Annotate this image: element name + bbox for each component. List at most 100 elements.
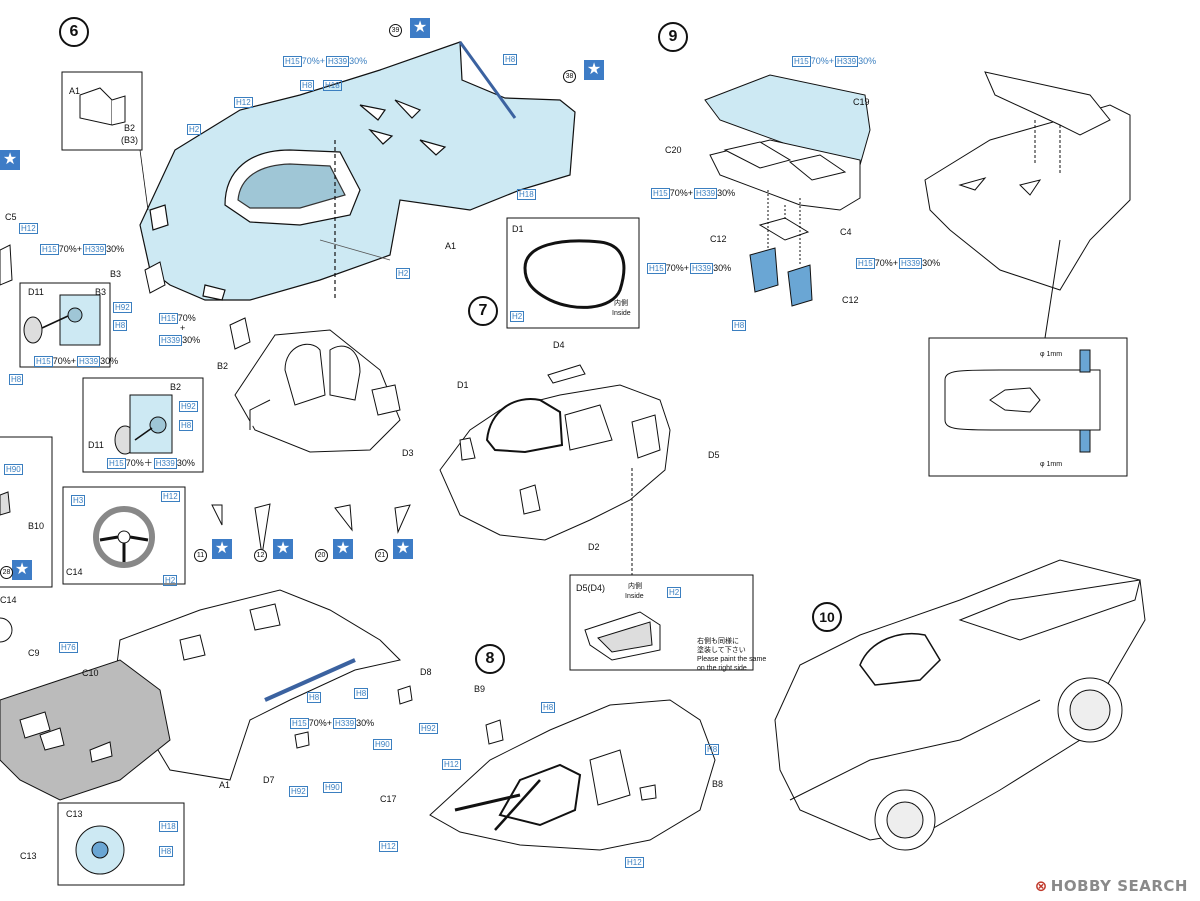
front-light (202, 284, 226, 301)
sticker-number: 11 (194, 549, 207, 562)
step-number-9: 9 (658, 22, 688, 52)
right-side-note-jp-1: 右側も同様に (697, 638, 739, 645)
sticker-number: 20 (315, 549, 328, 562)
paint-callout: H8 (732, 320, 747, 331)
c13-detail-box (57, 802, 185, 886)
paint-callout: H8 (9, 374, 24, 385)
part-label-d3: D3 (402, 448, 414, 458)
part-label-d7: D7 (263, 775, 275, 785)
part-label-b2: B2 (217, 361, 229, 371)
vent-1 (359, 104, 387, 121)
sticker-number: 12 (254, 549, 267, 562)
step-number-6: 6 (59, 17, 89, 47)
drill-note: φ 1mm (1040, 461, 1063, 468)
step6-body-shell (139, 41, 576, 301)
right-side-note-en-2: on the right side (697, 665, 747, 672)
paint-callout: H12 (625, 857, 644, 868)
right-side-note-jp-2: 塗装して下さい (697, 647, 746, 654)
sticker-number: 21 (375, 549, 388, 562)
step-number-7: 7 (468, 296, 498, 326)
part-label-c5: C5 (5, 212, 17, 222)
sticker-number: 28 (0, 566, 13, 579)
part-label-b8: B8 (712, 779, 724, 789)
sticker-number: 39 (389, 24, 402, 37)
part-label-b9: B9 (474, 684, 486, 694)
paint-callout: H12 (234, 97, 253, 108)
vent-4 (368, 128, 394, 145)
part-label-c14: C14 (66, 567, 83, 577)
step9-car-rear (924, 71, 1131, 291)
part-label-c17: C17 (380, 794, 397, 804)
part-label-c13: C13 (20, 851, 37, 861)
part-label-c10: C10 (82, 668, 99, 678)
part-label-d1: D1 (457, 380, 469, 390)
paint-callout: H8 (300, 80, 315, 91)
step8-body (429, 699, 716, 851)
step6-headlight-box-b3 (19, 282, 111, 368)
step-number-10: 10 (812, 602, 842, 632)
inside-note-en: Inside (612, 310, 631, 317)
step7-callout-d1 (506, 217, 640, 329)
star-icon: ★ (212, 539, 232, 559)
part-label-b2: B2 (124, 123, 136, 133)
paint-mix-plus: + (180, 323, 186, 333)
step6-callout-a1-b2 (61, 71, 149, 211)
paint-callout: H2 (163, 575, 178, 586)
paint-callout: H92 (419, 723, 438, 734)
paint-callout: H2 (187, 124, 202, 135)
step6-headlight-box-b2 (82, 377, 204, 473)
part-label-d8: D8 (420, 667, 432, 677)
inside-note-en: Inside (625, 593, 644, 600)
vent-3 (419, 139, 447, 156)
step9-detail-box (928, 239, 1128, 477)
paint-callout: H8 (179, 420, 194, 431)
paint-callout: H12 (161, 491, 180, 502)
step6-small-parts (0, 244, 251, 350)
part-label-b10: B10 (28, 521, 45, 531)
paint-callout: H18 (323, 80, 342, 91)
paint-callout: H92 (113, 302, 132, 313)
part-label-c12: C12 (710, 234, 727, 244)
paint-callout: H8 (113, 320, 128, 331)
part-label-d4: D4 (553, 340, 565, 350)
paint-callout: H92 (289, 786, 308, 797)
part-label-d1: D1 (512, 224, 524, 234)
step-number-8: 8 (475, 644, 505, 674)
paint-callout: H2 (396, 268, 411, 279)
front-intake (149, 204, 169, 231)
part-label-a1: A1 (219, 780, 231, 790)
star-icon: ★ (410, 18, 430, 38)
door-line (319, 239, 391, 261)
part-label-c9: C9 (28, 648, 40, 658)
c14-wheel-fragment (0, 617, 13, 643)
paint-callout: H92 (179, 401, 198, 412)
paint-callout: H8 (541, 702, 556, 713)
part-label-d2: D2 (588, 542, 600, 552)
paint-callout: H8 (159, 846, 174, 857)
part-label-b3: B3 (110, 269, 122, 279)
paint-callout: H8 (354, 688, 369, 699)
cockpit-glass (237, 163, 346, 209)
step7-body (439, 364, 671, 541)
paint-callout: H2 (667, 587, 682, 598)
part-label-c4: C4 (840, 227, 852, 237)
vent-2 (394, 99, 422, 119)
step9-wing (704, 74, 871, 307)
part-label-b3: B3 (95, 287, 107, 297)
part-label-a1: A1 (69, 86, 81, 96)
right-side-note-en-1: Please paint the same (697, 656, 767, 663)
paint-callout: H76 (59, 642, 78, 653)
paint-callout: H12 (442, 759, 461, 770)
paint-callout: H18 (517, 189, 536, 200)
part-label-c13: C13 (66, 809, 83, 819)
